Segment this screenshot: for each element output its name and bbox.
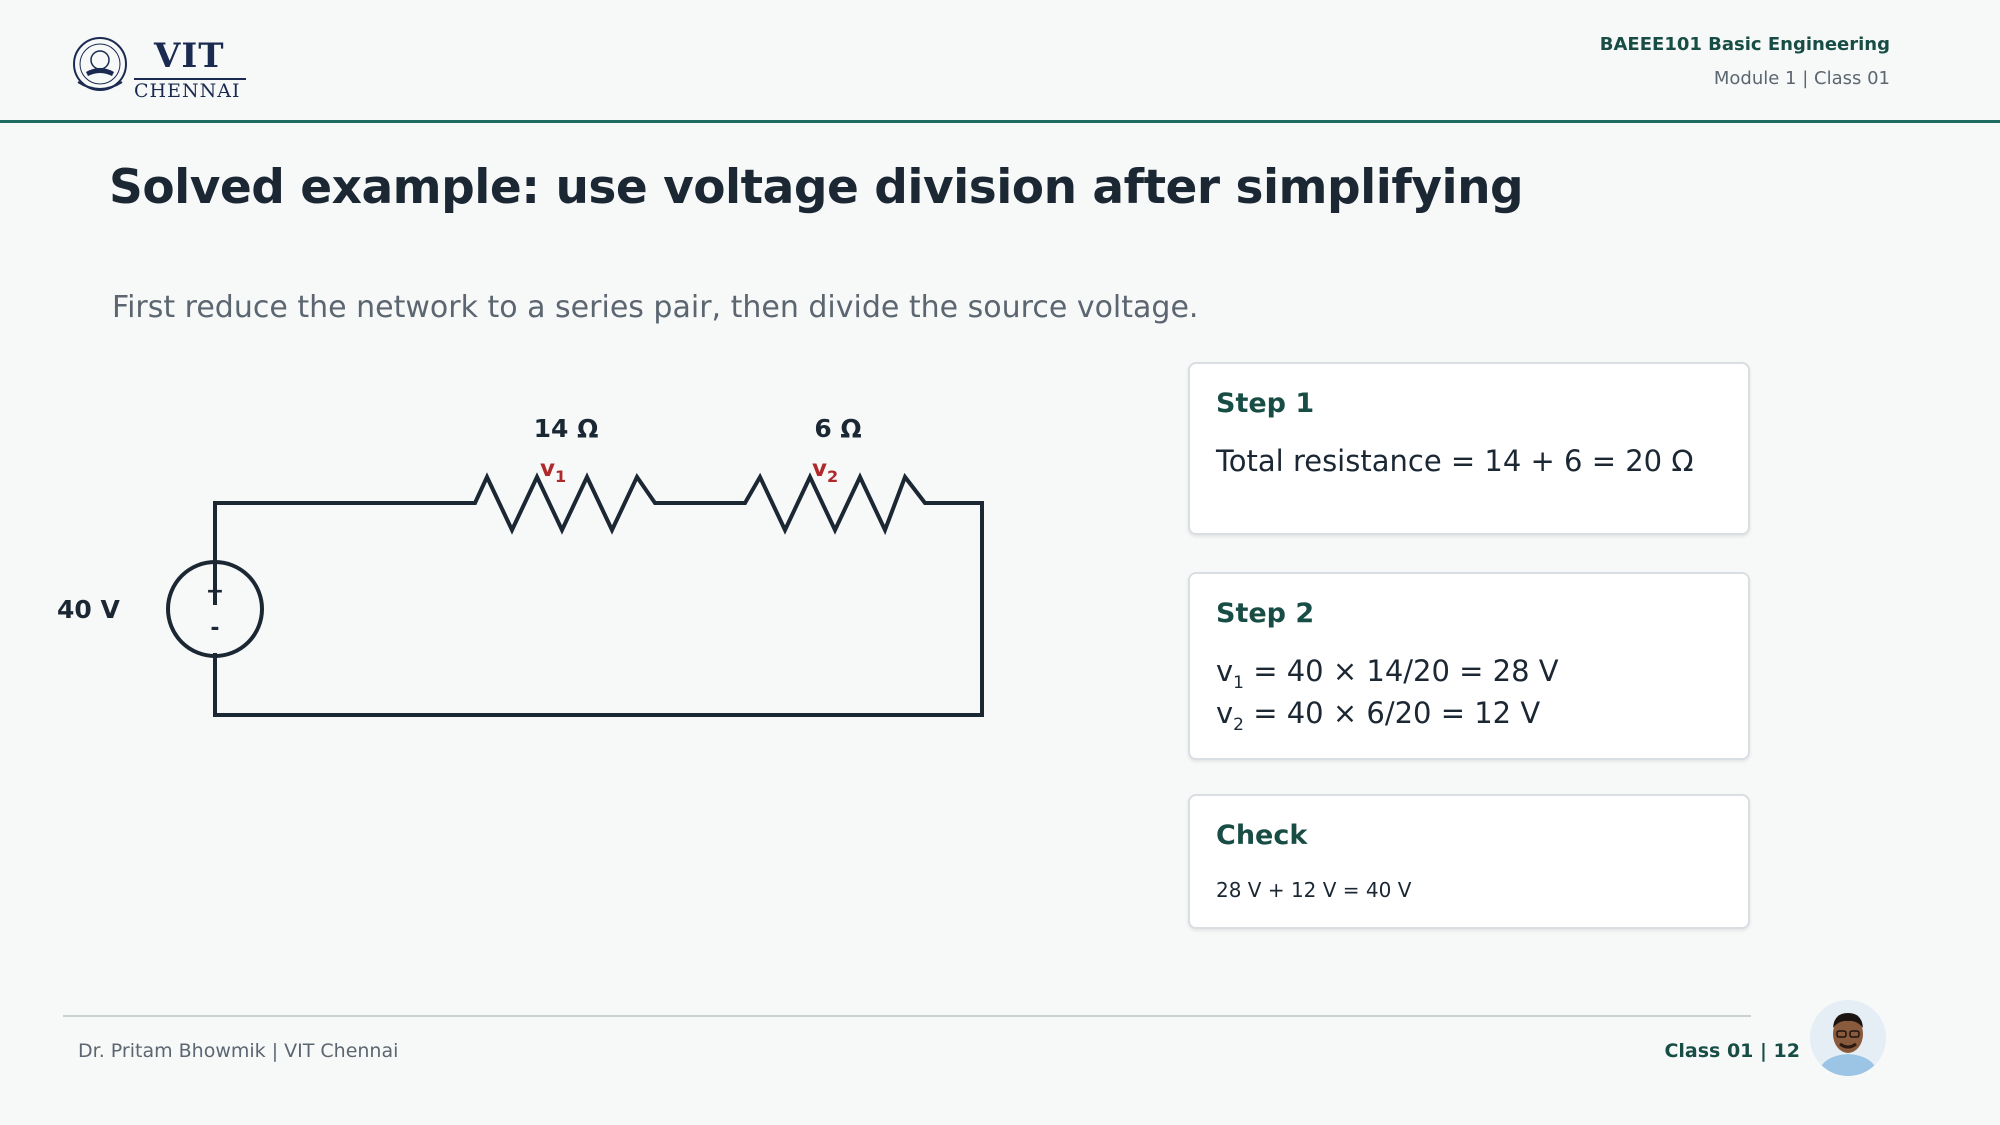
step-1-card: Step 1 Total resistance = 14 + 6 = 20 Ω [1188,362,1750,535]
slide-subtitle: First reduce the network to a series pai… [112,290,1199,325]
v1-label: v1 [540,456,566,486]
slide-title: Solved example: use voltage division aft… [109,160,1524,215]
circuit-diagram: + - 40 V 14 Ω 6 Ω v1 v2 [57,414,984,717]
r2-label: 6 Ω [814,414,861,443]
step-1-text: Total resistance = 14 + 6 = 20 Ω [1216,444,1694,478]
logo-text: VIT [154,36,225,76]
resistor-r2-icon [722,472,950,536]
resistor-r1-icon [447,472,680,535]
source-voltage-label: 40 V [57,595,120,624]
module-info: Module 1 | Class 01 [1713,68,1890,89]
step-2-card: Step 2 v1 = 40 × 14/20 = 28 V v2 = 40 × … [1188,572,1750,760]
logo-divider [134,78,246,80]
vit-logo: VIT CHENNAI [72,36,247,102]
voltage-source-icon [166,560,264,658]
check-card: Check 28 V + 12 V = 40 V [1188,794,1750,929]
avatar [1810,1000,1886,1076]
course-name: BAEEE101 Basic Engineering [1599,34,1890,55]
v2-label: v2 [812,456,838,486]
step-2-line-1: v1 = 40 × 14/20 = 28 V [1216,654,1559,693]
source-minus: - [210,616,219,641]
step-2-title: Step 2 [1216,598,1315,629]
step-2-line-2: v2 = 40 × 6/20 = 12 V [1216,696,1541,735]
wire-right-bottom [213,501,984,717]
check-title: Check [1216,820,1308,851]
step-1-title: Step 1 [1216,388,1315,419]
r1-label: 14 Ω [534,414,599,443]
footer-author: Dr. Pritam Bhowmik | VIT Chennai [78,1040,399,1062]
source-plus: + [206,579,224,604]
presenter-avatar-icon [1810,1000,1886,1076]
check-text: 28 V + 12 V = 40 V [1216,878,1412,902]
footer-divider [63,1015,1751,1017]
wire-top-left [213,501,447,605]
header-divider [0,120,2000,123]
university-seal-icon [73,37,127,91]
footer-page-number: Class 01 | 12 [1664,1040,1800,1062]
logo-subtext: CHENNAI [134,80,241,102]
